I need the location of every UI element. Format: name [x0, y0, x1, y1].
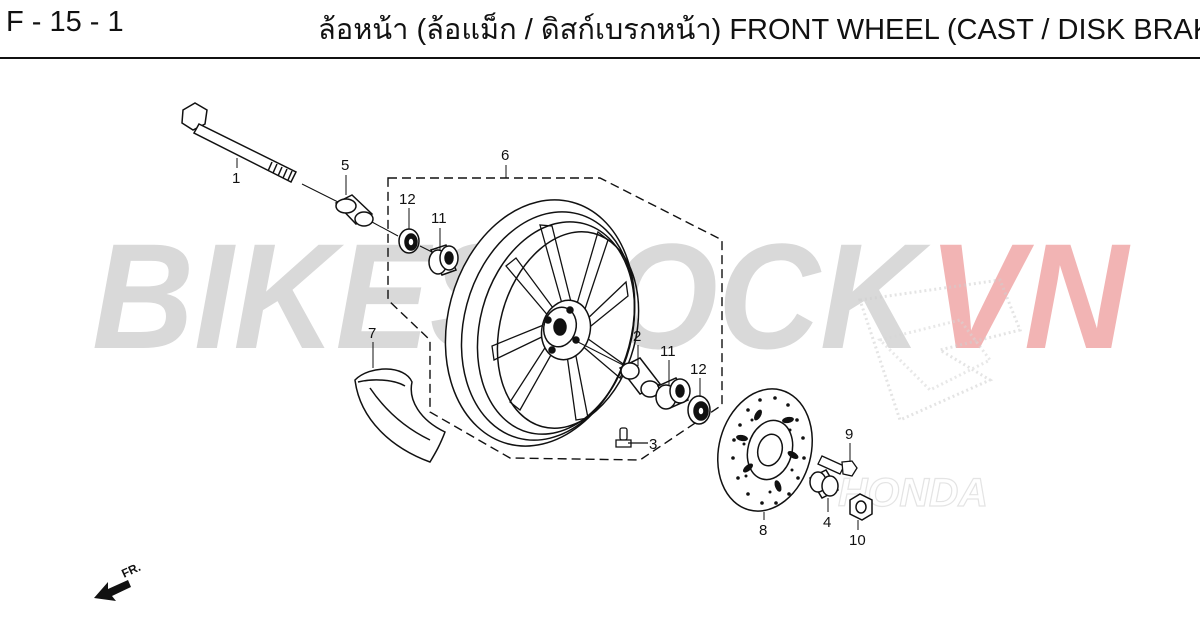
- callout-2: 2: [633, 328, 641, 345]
- callout-leaders: [236, 158, 859, 530]
- callout-3: 3: [649, 436, 657, 453]
- diagram-title: ล้อหน้า (ล้อแม็ก / ดิสก์เบรกหน้า) FRONT …: [318, 14, 1200, 46]
- part-cast-wheel: [444, 199, 640, 447]
- part-disc-bolt: [817, 455, 858, 477]
- part-bearing-right: [655, 377, 691, 410]
- leader-seal-left: [419, 245, 433, 253]
- callout-8: 8: [759, 522, 767, 539]
- callout-labels: 1 5 12 11 6 7 2 11 12 3 9 4 8 10: [232, 147, 866, 549]
- part-brake-disc: [717, 388, 813, 512]
- part-axle: [181, 102, 298, 184]
- part-tire-section: [354, 368, 446, 463]
- callout-7: 7: [368, 325, 376, 342]
- callout-9: 9: [845, 426, 853, 443]
- front-direction-indicator: FR.: [94, 560, 143, 601]
- part-collar: [334, 194, 374, 227]
- callout-4: 4: [823, 514, 831, 531]
- assembly-outline: [387, 177, 723, 461]
- header-divider: [0, 57, 1200, 59]
- callout-10: 10: [849, 532, 866, 549]
- part-bearing-left: [428, 244, 459, 276]
- part-axle-nut: [849, 493, 873, 521]
- callout-1: 1: [232, 170, 240, 187]
- callout-12-left: 12: [399, 191, 416, 208]
- watermark-text-red: VN: [928, 212, 1131, 380]
- page-header: F - 15 - 1 ล้อหน้า (ล้อแม็ก / ดิสก์เบรกห…: [0, 0, 1200, 59]
- part-distance-collar: [618, 357, 662, 398]
- part-side-collar: [808, 469, 840, 499]
- front-arrow-icon: [94, 580, 131, 601]
- callout-11-right: 11: [660, 343, 676, 360]
- leader-collar-right: [371, 221, 399, 237]
- leader-hub: [577, 341, 626, 367]
- diagram-code: F - 15 - 1: [6, 6, 124, 38]
- callout-12-right: 12: [690, 361, 707, 378]
- callout-5: 5: [341, 157, 349, 174]
- leader-axle: [301, 183, 341, 204]
- part-dust-seal-right: [687, 395, 711, 425]
- exploded-parts-diagram: BIKESTOCK VN HONDA: [92, 102, 1131, 601]
- part-dust-seal-left: [398, 228, 420, 254]
- callout-6: 6: [501, 147, 509, 164]
- disc-holes: [731, 396, 806, 505]
- front-label: FR.: [119, 560, 142, 581]
- callout-11-left: 11: [431, 210, 447, 227]
- part-air-valve: [615, 427, 648, 448]
